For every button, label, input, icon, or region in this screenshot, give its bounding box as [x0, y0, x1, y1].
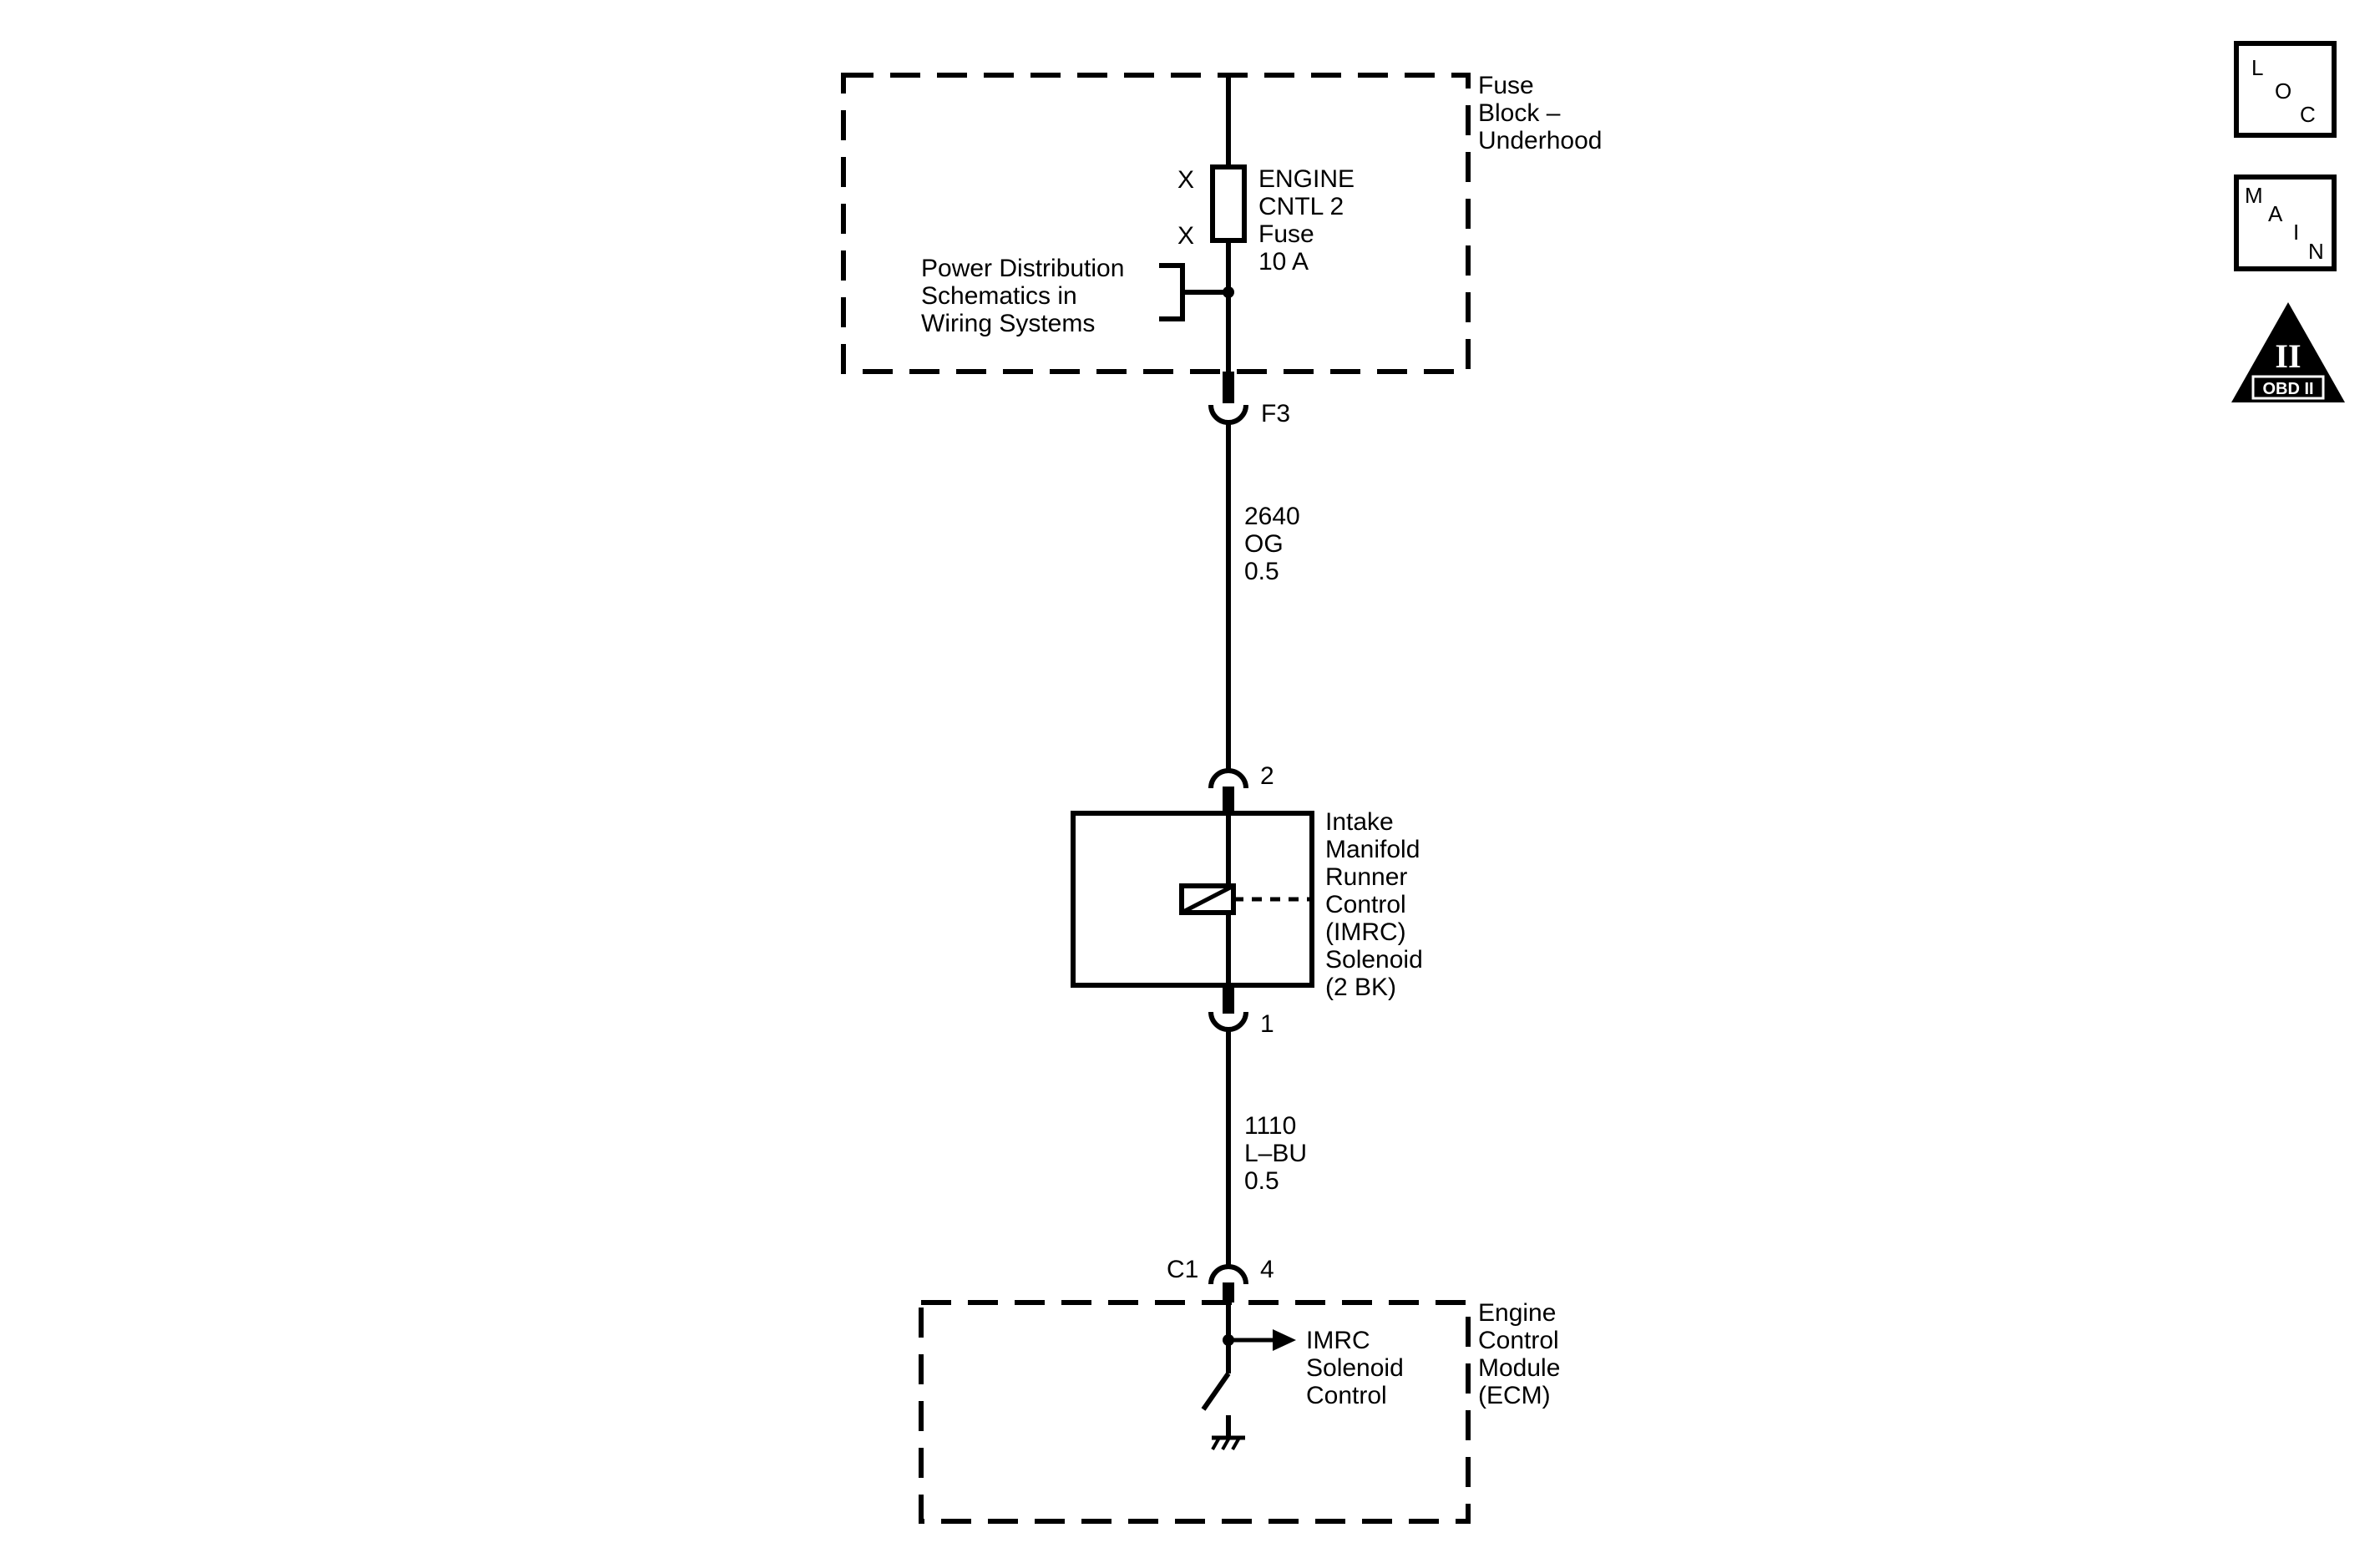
- wire-1110-label: 1110 L–BU 0.5: [1244, 1112, 1314, 1195]
- ecm-label: Engine Control Module (ECM): [1478, 1299, 1567, 1409]
- connector-pin1-terminal: [1223, 985, 1234, 1014]
- connector-pin1-symbol: [1208, 1011, 1248, 1032]
- connector-pin2-symbol: [1208, 768, 1248, 789]
- obd-ii-badge[interactable]: II OBD II: [2231, 302, 2345, 402]
- ground-icon: [1211, 1435, 1245, 1450]
- svg-text:I: I: [2293, 220, 2299, 245]
- fuse-x-mark-bottom: X: [1177, 222, 1194, 250]
- main-badge[interactable]: M A I N: [2234, 175, 2337, 271]
- svg-text:M: M: [2245, 183, 2263, 208]
- connector-c1-symbol: [1208, 1264, 1248, 1285]
- driver-switch-blade: [1201, 1372, 1231, 1411]
- fuse-x-mark-top: X: [1177, 166, 1194, 194]
- loc-badge[interactable]: L O C: [2234, 41, 2337, 138]
- fuse-block-label: Fuse Block – Underhood: [1478, 72, 1602, 154]
- power-distribution-bracket: [1159, 263, 1228, 321]
- svg-text:L: L: [2251, 55, 2263, 80]
- connector-f3-terminal: [1223, 372, 1234, 403]
- imrc-solenoid-label: Intake Manifold Runner Control (IMRC) So…: [1325, 808, 1430, 1001]
- signal-arrow-head: [1273, 1329, 1296, 1351]
- ecm-boundary: [919, 1300, 1471, 1524]
- fuse-label: ENGINE CNTL 2 Fuse 10 A: [1258, 165, 1361, 276]
- svg-text:O: O: [2275, 78, 2291, 104]
- fuse-block-boundary: [841, 73, 1471, 374]
- connector-pin2-terminal: [1223, 787, 1234, 813]
- connector-f3-label: F3: [1261, 400, 1290, 427]
- connector-pin2-label: 2: [1260, 762, 1274, 790]
- power-distribution-reference: Power Distribution Schematics in Wiring …: [921, 255, 1132, 337]
- imrc-solenoid-control-label: IMRC Solenoid Control: [1306, 1327, 1410, 1409]
- fuse-symbol: [1210, 164, 1247, 243]
- connector-pin1-label: 1: [1260, 1010, 1274, 1038]
- connector-pin4-label: 4: [1260, 1256, 1274, 1283]
- svg-text:II: II: [2275, 337, 2301, 375]
- connector-f3-symbol: [1208, 404, 1248, 425]
- solenoid-coil-diagonal: [1180, 883, 1235, 915]
- svg-text:A: A: [2268, 201, 2283, 226]
- svg-text:N: N: [2308, 239, 2324, 264]
- connector-c1-label: C1: [1167, 1256, 1198, 1283]
- svg-text:OBD II: OBD II: [2262, 380, 2313, 398]
- connector-c1-terminal: [1223, 1282, 1234, 1303]
- svg-text:C: C: [2300, 102, 2316, 127]
- wire-2640-label: 2640 OG 0.5: [1244, 503, 1307, 585]
